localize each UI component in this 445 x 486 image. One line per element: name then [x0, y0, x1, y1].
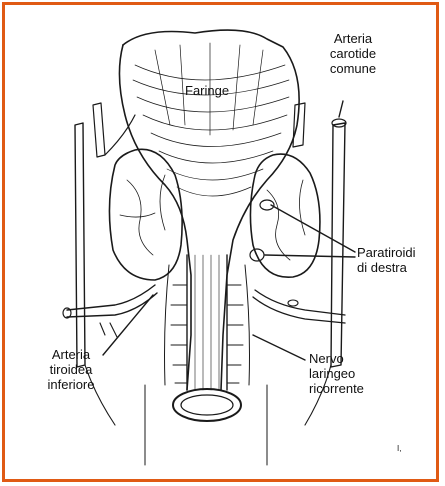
parathyroid-leader-lower: [265, 255, 355, 257]
thyroid-left-vessels: [120, 175, 165, 255]
leader-lines: [103, 101, 355, 360]
label-arteria-tiroidea: Arteria tiroidea inferiore: [31, 347, 111, 392]
thyroid-right-vessels: [267, 180, 305, 260]
pharynx-outline-left: [119, 45, 191, 390]
label-nervo-laringeo: Nervo laringeo ricorrente: [309, 351, 364, 396]
figure-frame: Faringe Arteria carotide comune Paratiro…: [2, 2, 439, 482]
label-paratiroidi: Paratiroidi di destra: [357, 245, 416, 275]
inferior-thyroid-artery-left: [67, 285, 155, 310]
carotid-leader: [339, 101, 343, 117]
trachea-lines: [195, 255, 219, 390]
recurrent-nerve-leader: [253, 335, 305, 360]
corner-mark: I,: [397, 441, 401, 456]
label-faringe: Faringe: [185, 83, 229, 98]
parathyroid-leader-upper: [271, 205, 355, 252]
thyroid-lobe-right: [250, 154, 320, 277]
pharynx-shading: [133, 43, 289, 196]
carotid-left: [75, 123, 85, 367]
tracheal-rings: [171, 285, 243, 383]
trachea-opening: [173, 389, 241, 421]
recurrent-nerve-left: [165, 265, 170, 385]
thyroid-lobe-left: [109, 149, 182, 280]
recurrent-nerve-right: [245, 265, 250, 385]
label-arteria-carotide: Arteria carotide comune: [313, 31, 393, 76]
